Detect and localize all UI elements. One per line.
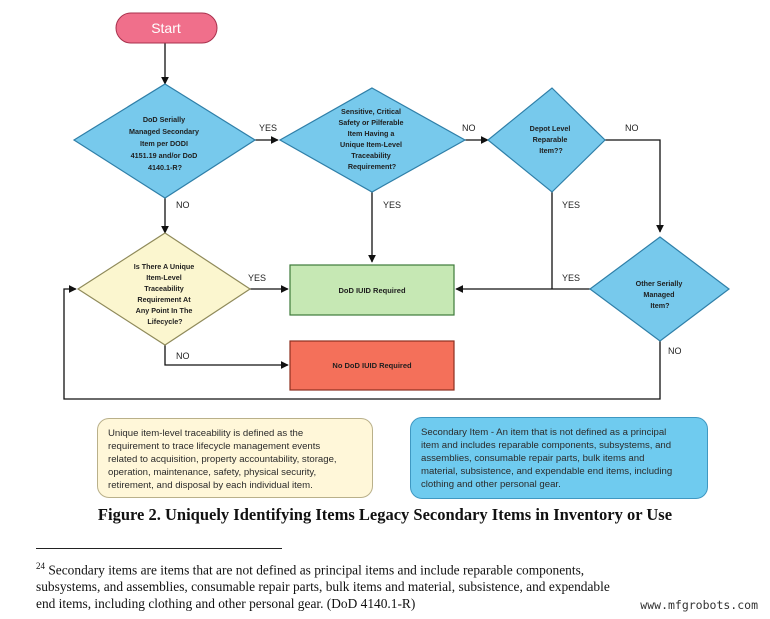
note-line: clothing and other personal gear. bbox=[421, 479, 561, 490]
note-line: retirement, and disposal by each individ… bbox=[108, 480, 313, 491]
decision-serially-managed bbox=[72, 83, 257, 199]
edge-label-trace-no: NO bbox=[176, 351, 190, 361]
footnote-line: 24 Secondary items are items that are no… bbox=[36, 558, 736, 578]
decision-sensitive bbox=[278, 87, 467, 193]
note-line: related to acquisition, property account… bbox=[108, 454, 337, 465]
outcome-no-iuid-label: No DoD IUID Required bbox=[332, 361, 412, 370]
edge-label-trace-yes: YES bbox=[248, 273, 266, 283]
edge-other-no bbox=[63, 285, 661, 400]
connectors bbox=[63, 43, 664, 400]
note-line: material, subsistence, and expendable en… bbox=[421, 466, 673, 477]
note-traceability-definition: Unique item-level traceability is define… bbox=[97, 418, 373, 498]
edge-trace-no bbox=[164, 345, 289, 369]
footnote-text: Secondary items are items that are not d… bbox=[45, 562, 585, 578]
watermark: www.mfgrobots.com bbox=[640, 598, 758, 612]
note-line: Unique item-level traceability is define… bbox=[108, 428, 304, 439]
edge-label-depot-yes: YES bbox=[562, 200, 580, 210]
edge-label-sensitive-no: NO bbox=[462, 123, 476, 133]
outcome-iuid-required bbox=[289, 264, 455, 316]
start-terminal bbox=[115, 12, 218, 44]
flowchart: Start DoD Serially Managed Secondary Ite… bbox=[63, 12, 730, 400]
note-secondary-item-definition: Secondary Item - An item that is not def… bbox=[410, 417, 708, 499]
footnote-divider bbox=[36, 548, 282, 549]
note-line: assemblies, consumable repair parts, bul… bbox=[421, 453, 645, 464]
decision-sensitive-text: Sensitive, Critical Safety or Pilferable… bbox=[338, 107, 405, 171]
footnote-line: subsystems, and assemblies, consumable r… bbox=[36, 579, 610, 595]
footnote: 24 Secondary items are items that are no… bbox=[36, 558, 736, 612]
decision-depot-text: Depot Level Reparable Item?? bbox=[530, 124, 573, 155]
note-line: operation, maintenance, safety, physical… bbox=[108, 467, 317, 478]
decision-serially-managed-text: DoD Serially Managed Secondary Item per … bbox=[129, 115, 201, 172]
decision-other-serial-text: Other Serially Managed Item? bbox=[636, 279, 685, 310]
note-line: requirement to trace lifecycle managemen… bbox=[108, 441, 321, 452]
edge-label-depot-no: NO bbox=[625, 123, 639, 133]
note-line: item and includes reparable components, … bbox=[421, 440, 672, 451]
edge-label-serial-no: NO bbox=[176, 200, 190, 210]
decision-depot bbox=[487, 87, 606, 193]
footnote-line: end items, including clothing and other … bbox=[36, 596, 416, 612]
edge-label-other-no: NO bbox=[668, 346, 682, 356]
outcome-iuid-required-label: DoD IUID Required bbox=[338, 286, 406, 295]
edge-label-other-yes: YES bbox=[562, 273, 580, 283]
footnote-number: 24 bbox=[36, 561, 45, 571]
edge-depot-no bbox=[605, 139, 664, 233]
edge-label-sensitive-yes: YES bbox=[383, 200, 401, 210]
decision-traceability bbox=[76, 232, 252, 346]
figure-caption: Figure 2. Uniquely Identifying Items Leg… bbox=[97, 505, 673, 524]
decision-other-serial bbox=[588, 236, 730, 342]
outcome-no-iuid bbox=[289, 340, 455, 391]
note-line: Secondary Item - An item that is not def… bbox=[421, 427, 667, 438]
edge-label-serial-yes: YES bbox=[259, 123, 277, 133]
decision-traceability-text: Is There A Unique Item-Level Traceabilit… bbox=[134, 262, 197, 326]
start-label: Start bbox=[151, 20, 181, 36]
